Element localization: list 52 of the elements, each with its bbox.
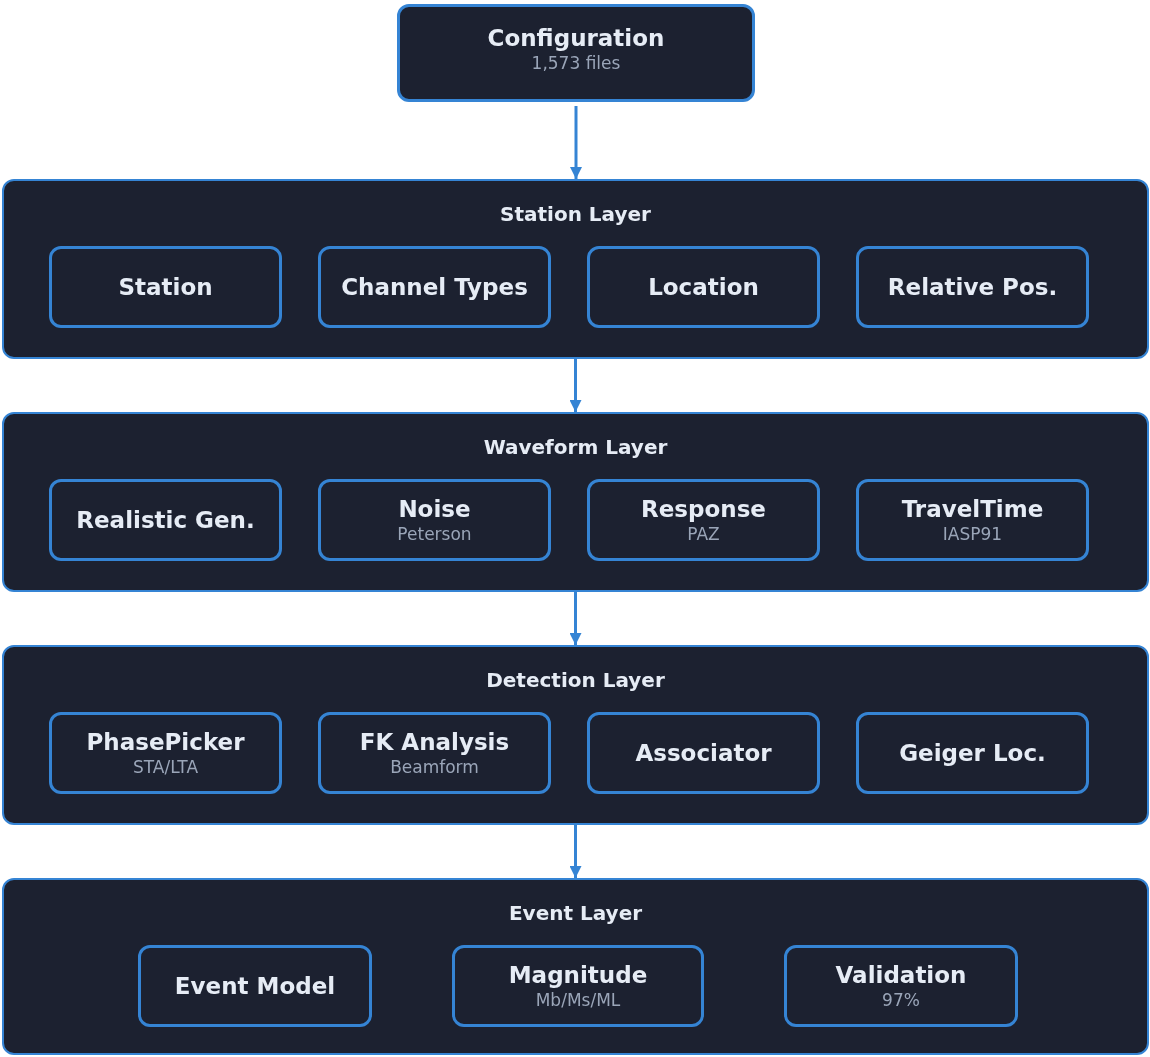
box-title: Validation — [835, 961, 967, 989]
process-box — [138, 945, 372, 1027]
box-title: Realistic Gen. — [76, 506, 255, 534]
layer-panel — [2, 645, 1149, 825]
box-subtitle: STA/LTA — [132, 756, 198, 778]
box-title: PhasePicker — [86, 728, 245, 756]
layer-title: Detection Layer — [486, 667, 665, 693]
box-title: Location — [648, 273, 759, 301]
process-box — [318, 246, 551, 328]
box-title: Event Model — [174, 972, 336, 1000]
process-box — [452, 945, 704, 1027]
box-title: Relative Pos. — [887, 273, 1058, 301]
box-subtitle: 97% — [882, 989, 920, 1011]
arrow — [569, 359, 582, 412]
box-title: Geiger Loc. — [899, 739, 1046, 767]
process-box — [856, 712, 1089, 794]
process-box — [856, 246, 1089, 328]
layer-title: Waveform Layer — [483, 434, 668, 460]
box-title: Configuration — [487, 24, 665, 52]
process-box — [49, 479, 282, 561]
layer-panel — [2, 179, 1149, 359]
process-box — [587, 712, 820, 794]
arrow — [570, 106, 582, 179]
arrow — [569, 825, 582, 878]
process-box — [784, 945, 1018, 1027]
box-title: Noise — [398, 495, 471, 523]
box-subtitle: Beamform — [390, 756, 479, 778]
box-subtitle: Peterson — [397, 523, 472, 545]
process-box — [397, 4, 755, 102]
box-title: Associator — [635, 739, 772, 767]
box-subtitle: Mb/Ms/ML — [535, 989, 621, 1011]
process-box — [318, 479, 551, 561]
process-box — [587, 479, 820, 561]
process-box — [856, 479, 1089, 561]
layer-panel — [2, 878, 1149, 1055]
layer-panel — [2, 412, 1149, 592]
box-title: FK Analysis — [359, 728, 510, 756]
process-box — [318, 712, 551, 794]
box-subtitle: PAZ — [687, 523, 720, 545]
box-subtitle: 1,573 files — [531, 52, 621, 74]
arrow — [569, 592, 582, 645]
box-title: Magnitude — [508, 961, 648, 989]
layer-title: Event Layer — [508, 900, 643, 926]
process-box — [587, 246, 820, 328]
box-title: Response — [641, 495, 766, 523]
layer-title: Station Layer — [500, 201, 651, 227]
process-box — [49, 712, 282, 794]
box-title: Station — [118, 273, 213, 301]
box-title: Channel Types — [341, 273, 528, 301]
box-subtitle: IASP91 — [942, 523, 1003, 545]
box-title: TravelTime — [901, 495, 1044, 523]
process-box — [49, 246, 282, 328]
